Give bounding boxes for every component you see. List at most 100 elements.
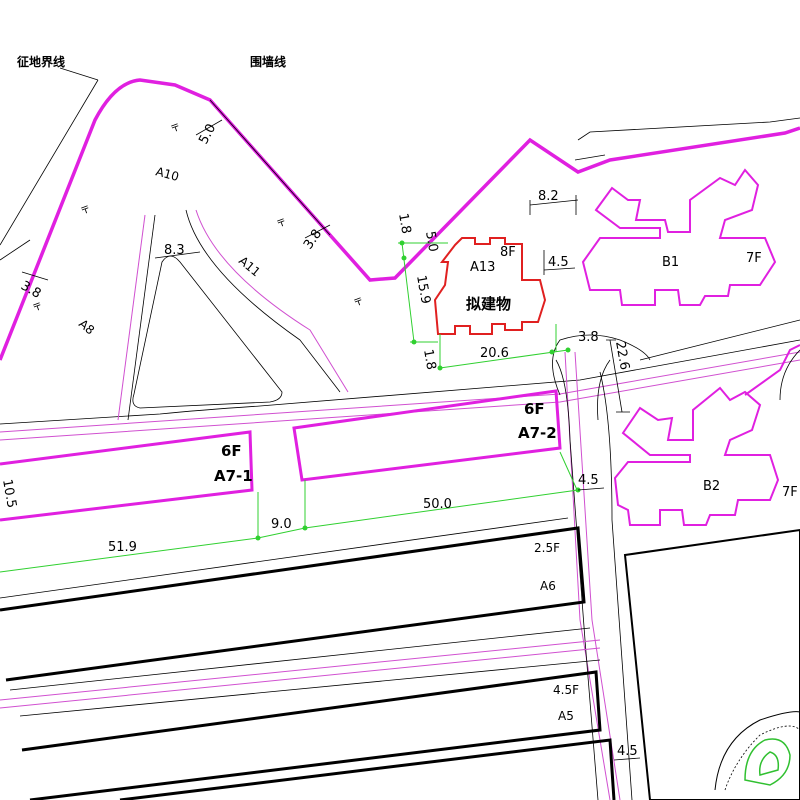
- dim-15-9-text: 15.9: [413, 274, 433, 305]
- building-b1-outline: [581, 168, 777, 306]
- dim-3-8-a8-text: 3.8: [18, 278, 43, 301]
- a7-1-name: A7-1: [214, 467, 253, 485]
- a8-label: A8: [76, 317, 97, 338]
- dim-3-8-road-text: 3.8: [578, 330, 599, 345]
- a6-name: A6: [540, 579, 556, 593]
- dim-51-9-line: [0, 537, 259, 573]
- main-road-edge-north-kerb: [0, 339, 800, 425]
- inner-road-1: [117, 214, 146, 421]
- dim-3-8-a11-text: 3.8: [301, 227, 325, 253]
- dim-1-8-bottom-text: 1.8: [420, 348, 438, 371]
- building-b2-outline: [613, 386, 780, 526]
- building-a13-outline: [433, 237, 547, 335]
- building-a6: 2.5F A6: [0, 517, 586, 682]
- dim-3-8-a8-line: [21, 271, 49, 281]
- dim-5-0-a13-text: 5.0: [422, 230, 440, 253]
- dimension-lines: [0, 242, 579, 573]
- b2-name: B2: [703, 479, 720, 494]
- main-road-edge-north: [0, 351, 800, 433]
- east-curve-3: [779, 349, 800, 401]
- a7-1-floors: 6F: [221, 442, 242, 460]
- wall-line-label: 围墙线: [250, 54, 286, 69]
- boundary-line-label: 征地界线: [17, 54, 65, 69]
- dim-8-2-line: [529, 195, 579, 215]
- ns-road-kerb-west: [555, 359, 599, 800]
- tree-icon: 〒: [169, 122, 182, 136]
- dim-tick: [565, 347, 571, 353]
- inner-road-4: [195, 209, 349, 393]
- building-a5-outline: [21, 670, 602, 800]
- dim-9-0-text: 9.0: [271, 517, 292, 532]
- a13-floors: 8F: [500, 245, 516, 260]
- a10-label: A10: [154, 164, 180, 184]
- dim-4-5-top-line: [543, 250, 576, 275]
- south-road-north: [0, 639, 601, 701]
- dimension-ticks: [255, 240, 581, 541]
- building-a7-1: 6F A7-1: [0, 430, 254, 522]
- dim-4-5-mid-line: [577, 487, 605, 491]
- boundary-west: [0, 79, 99, 246]
- east-curve: [597, 359, 611, 421]
- inner-road-2: [127, 214, 156, 421]
- dim-22-6-line: [606, 339, 630, 413]
- garden-contour-2: [758, 751, 780, 776]
- dim-8-2-text: 8.2: [538, 189, 559, 204]
- dim-20-6-text: 20.6: [480, 346, 509, 361]
- east-curve-2: [639, 319, 800, 361]
- dim-4-5-bottom-text: 4.5: [617, 744, 638, 759]
- dim-tick: [255, 535, 261, 541]
- dim-4-5-mid-text: 4.5: [578, 473, 599, 488]
- dim-4-5-top-text: 4.5: [548, 255, 569, 270]
- building-b2: B2 7F: [613, 344, 800, 526]
- garden: [714, 711, 800, 791]
- dim-5-0-text: 5.0: [196, 122, 219, 147]
- building-a7-2: 6F A7-2: [292, 389, 562, 482]
- building-a13: A13 8F 拟建物: [433, 237, 547, 335]
- dim-tick: [437, 365, 443, 371]
- building-a5-lower: [119, 738, 616, 800]
- building-a5: 4.5F A5: [21, 670, 616, 800]
- tree-icon: 〒: [275, 217, 288, 231]
- building-a7-2-outline: [292, 389, 562, 482]
- b2-floors: 7F: [782, 485, 798, 500]
- dim-5-0-line: [195, 119, 223, 136]
- garden-path: [724, 725, 800, 791]
- b1-name: B1: [662, 255, 679, 270]
- triangle-island: [132, 255, 283, 409]
- black-dimensions: [21, 119, 641, 761]
- dim-tick: [411, 339, 417, 345]
- tree-icon: 〒: [79, 204, 92, 218]
- a7-2-name: A7-2: [518, 424, 557, 442]
- dim-8-3-text: 8.3: [164, 243, 185, 258]
- building-a6-outline: [0, 526, 586, 682]
- dim-9-0-line: [257, 527, 306, 539]
- b2-east-wing: [744, 344, 800, 396]
- dim-4-5-bot-line: [613, 757, 641, 761]
- tree-icon: 〒: [31, 301, 44, 315]
- garden-outline: [714, 711, 800, 791]
- dim-22-6-text: 22.6: [612, 340, 632, 371]
- dim-tick: [399, 240, 405, 246]
- inner-road-3: [185, 209, 341, 393]
- dim-10-5-text: 10.5: [0, 478, 19, 509]
- dim-3-8-a11-line: [304, 224, 331, 239]
- a6-floors: 2.5F: [534, 541, 560, 555]
- road-network: [0, 67, 800, 800]
- dim-51-9-text: 51.9: [108, 540, 137, 555]
- garden-contour-1: [744, 738, 791, 786]
- a5-floors: 4.5F: [553, 683, 579, 697]
- dim-20-6-ext: [439, 324, 557, 368]
- tree-icon: 〒: [352, 296, 365, 310]
- boundary-west-2: [0, 239, 31, 261]
- dim-8-3-line: [154, 251, 201, 259]
- ns-road-kerb-east: [599, 371, 633, 800]
- dim-ext-a: [257, 480, 306, 540]
- wall-line-outer: [209, 99, 800, 236]
- dim-1-8-top-text: 1.8: [395, 212, 413, 235]
- dim-tick: [549, 349, 555, 355]
- dim-50-0-line: [304, 489, 579, 529]
- boundary-leader: [59, 67, 99, 81]
- dim-tick: [401, 255, 407, 261]
